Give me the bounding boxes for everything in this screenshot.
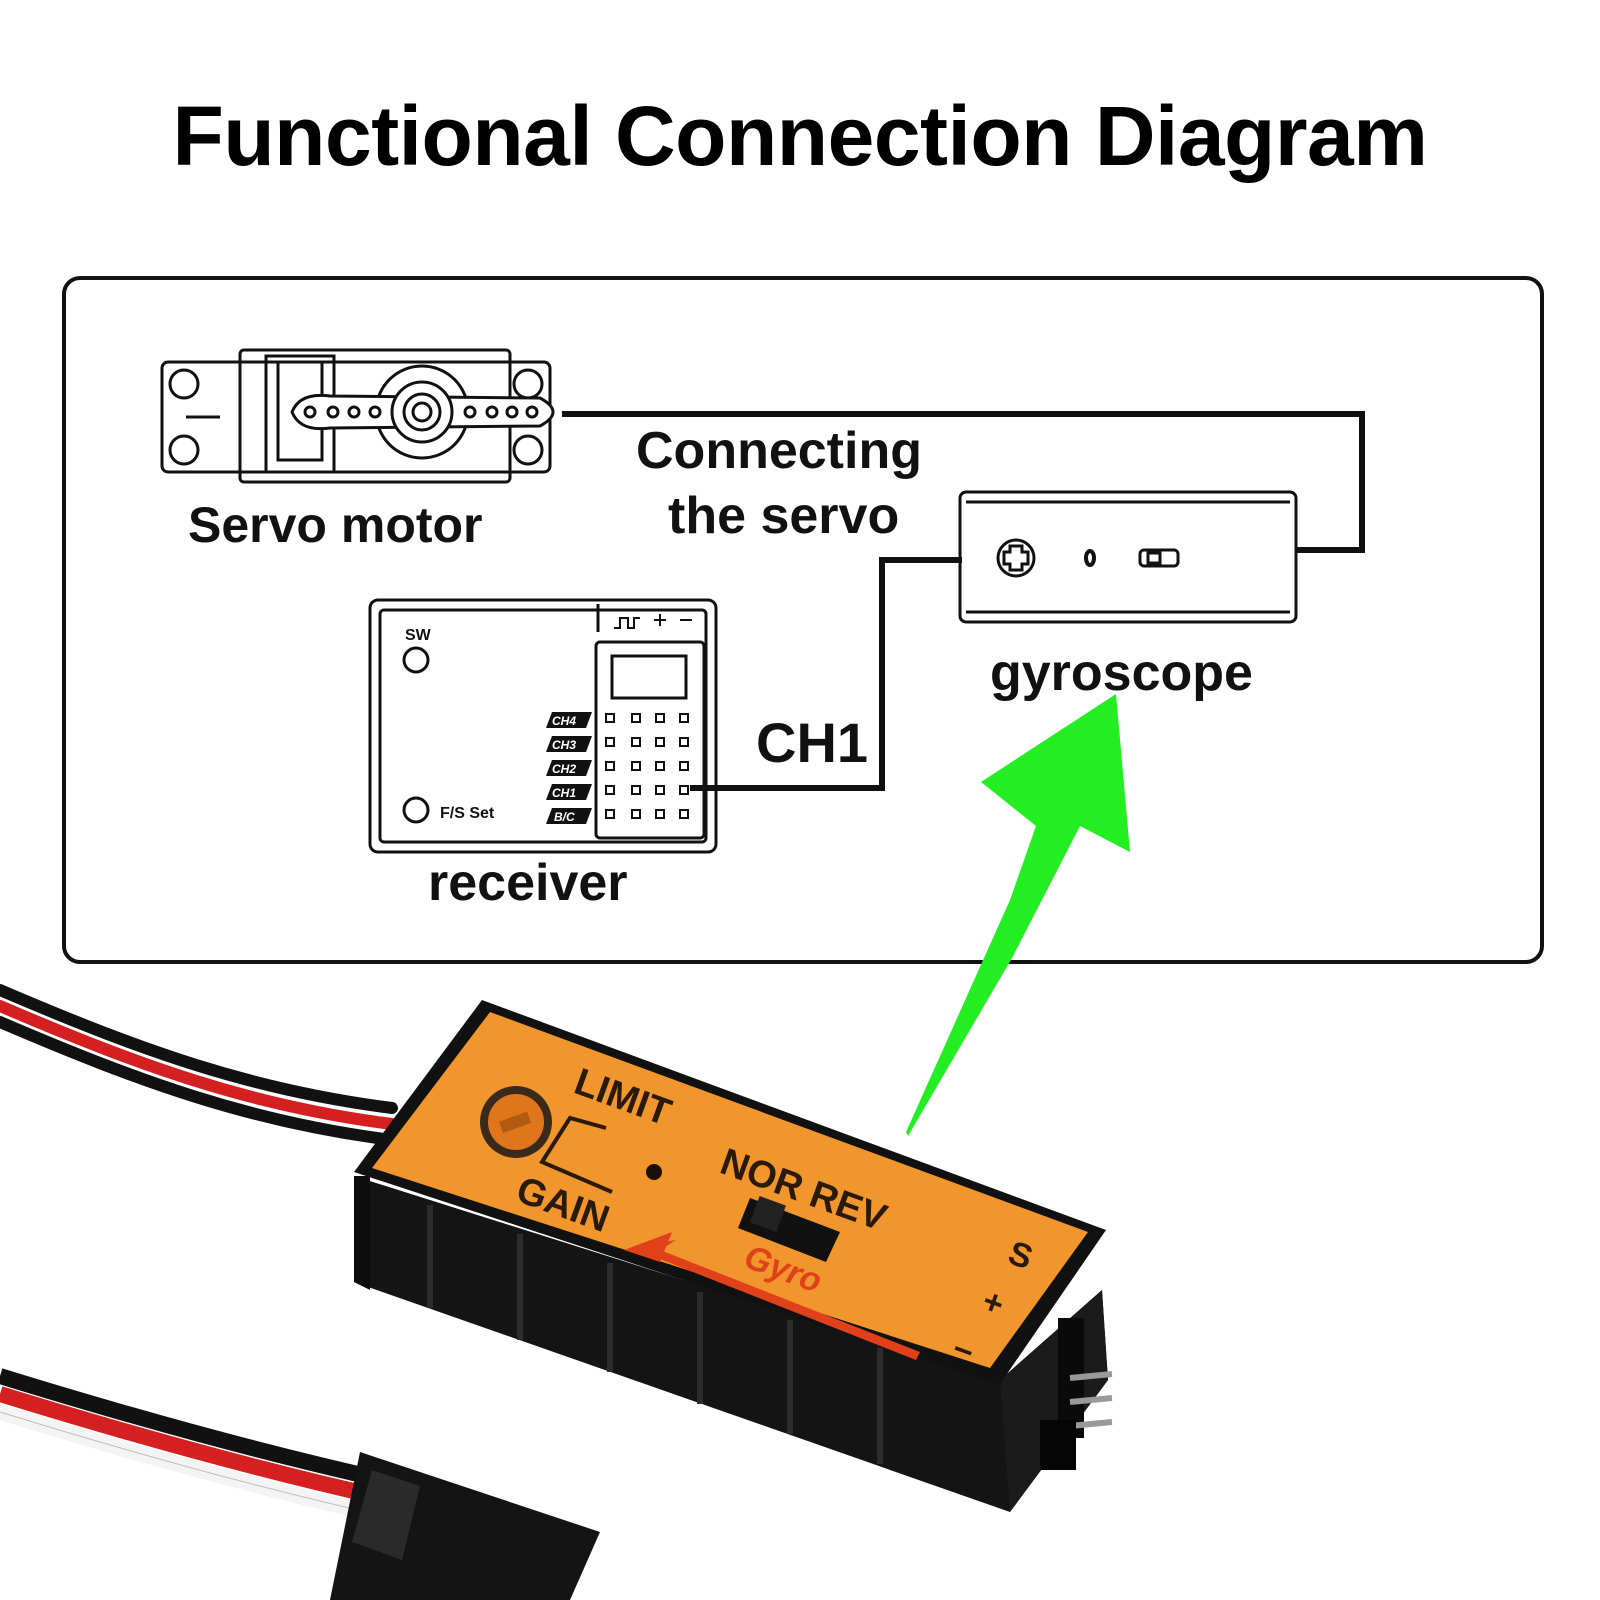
top-cable xyxy=(0,984,398,1146)
servo-connection-label-line1: Connecting xyxy=(636,422,922,480)
receiver-channel-ch3: CH3 xyxy=(552,738,576,752)
receiver-label: receiver xyxy=(428,854,628,912)
servo-label: Servo motor xyxy=(188,497,483,553)
receiver-channel-ch4: CH4 xyxy=(552,714,576,728)
gyro-module: LIMIT GAIN NOR REV Gyro S + − xyxy=(354,1000,1113,1512)
ch1-wire xyxy=(690,557,962,791)
receiver-channel-bc: B/C xyxy=(554,810,575,824)
gain-knob-icon[interactable] xyxy=(480,1086,552,1158)
receiver-pins xyxy=(605,713,689,819)
receiver-channel-ch2: CH2 xyxy=(552,762,576,776)
gyroscope-drawing xyxy=(958,490,1298,624)
diagram-panel xyxy=(62,276,1544,964)
receiver-channel-ch1: CH1 xyxy=(552,786,576,800)
receiver-channel-tags xyxy=(546,712,592,824)
connection-wires xyxy=(562,411,1365,791)
receiver-signal-icons xyxy=(614,614,692,629)
receiver-sw-label: SW xyxy=(405,627,432,644)
servo-plug xyxy=(330,1452,600,1600)
receiver-fs-label: F/S Set xyxy=(440,805,495,822)
page-title: Functional Connection Diagram xyxy=(172,89,1428,183)
gyro-output-pins xyxy=(1040,1318,1113,1470)
servo-connection-label-line2: the servo xyxy=(668,487,899,545)
gyro-label-face xyxy=(372,1012,1088,1368)
status-led-icon xyxy=(646,1164,662,1180)
servo-motor-drawing xyxy=(160,348,555,484)
bottom-cable xyxy=(0,1368,386,1524)
green-pointer-arrow xyxy=(906,694,1130,1136)
nor-rev-switch[interactable] xyxy=(738,1196,840,1262)
gyroscope-label: gyroscope xyxy=(990,644,1253,702)
servo-wire xyxy=(562,411,1365,553)
gyro-brand-arrow xyxy=(632,1240,920,1360)
ch1-label: CH1 xyxy=(756,711,868,774)
receiver-drawing xyxy=(368,598,718,854)
